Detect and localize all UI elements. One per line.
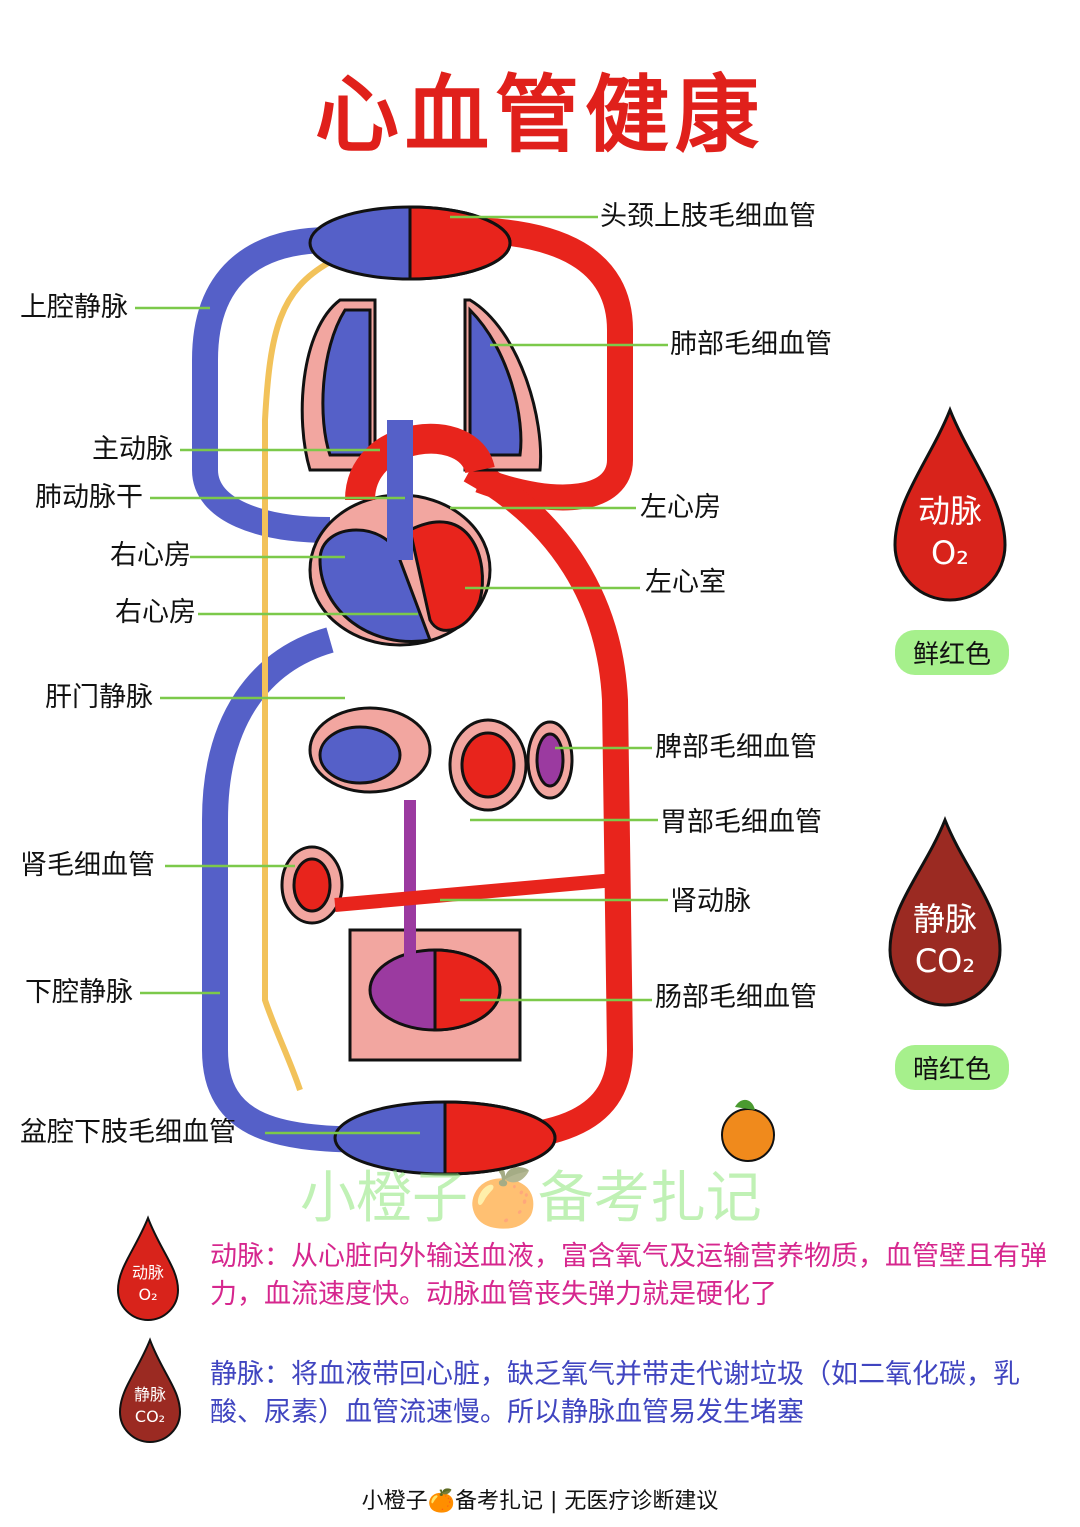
artery-drop-small-icon bbox=[116, 1215, 180, 1321]
artery-gas: O₂ bbox=[930, 534, 969, 572]
vein-note: 静脉：将血液带回心脏，缺乏氧气并带走代谢垃圾（如二氧化碳，乳酸、尿素）血管流速慢… bbox=[210, 1359, 1020, 1428]
left-heart bbox=[408, 520, 484, 632]
label-pulmonary-trunk: 肺动脉干 bbox=[35, 482, 143, 513]
label-renal-capillary: 肾毛细血管 bbox=[20, 850, 155, 881]
label-aorta: 主动脉 bbox=[92, 434, 173, 465]
artery-color-name: 鲜红色 bbox=[895, 630, 1010, 675]
artery-legend: 动脉 O₂ bbox=[895, 490, 1005, 574]
label-spleen-capillary: 脾部毛细血管 bbox=[655, 732, 817, 763]
artery-name: 动脉 bbox=[917, 492, 982, 530]
vein-drop-small-icon bbox=[118, 1337, 182, 1443]
label-right-atrium-2: 右心房 bbox=[115, 597, 196, 628]
artery-small-gas: O₂ bbox=[138, 1285, 158, 1304]
aortic-arch bbox=[345, 423, 495, 502]
label-stomach-capillary: 胃部毛细血管 bbox=[660, 807, 822, 838]
vein-gas: CO₂ bbox=[914, 942, 976, 980]
label-left-atrium: 左心房 bbox=[640, 492, 721, 523]
artery-small-name: 动脉 bbox=[131, 1263, 164, 1282]
vein-color-name: 暗红色 bbox=[895, 1045, 1010, 1090]
artery-drop-icon bbox=[893, 405, 1007, 602]
vein-small-gas: CO₂ bbox=[134, 1407, 166, 1426]
label-left-ventricle: 左心室 bbox=[645, 567, 726, 598]
label-superior-vena-cava: 上腔静脉 bbox=[20, 292, 128, 323]
inferior-vena-cava bbox=[202, 627, 381, 1153]
vein-small-name: 静脉 bbox=[133, 1385, 166, 1404]
label-lung-capillary: 肺部毛细血管 bbox=[670, 329, 832, 360]
watermark: 小橙子🍊备考扎记 bbox=[300, 1166, 762, 1231]
vein-legend: 静脉 CO₂ bbox=[890, 898, 1000, 982]
label-renal-artery: 肾动脉 bbox=[670, 886, 751, 917]
aorta-upper bbox=[459, 217, 633, 511]
label-inferior-vena-cava: 下腔静脉 bbox=[25, 977, 133, 1008]
label-head-capillary: 头颈上肢毛细血管 bbox=[600, 201, 816, 232]
artery-small-legend: 动脉 O₂ bbox=[118, 1262, 178, 1306]
artery-note: 动脉：从心脏向外输送血液，富含氧气及运输营养物质，血管壁且有弹力，血流速度快。动… bbox=[210, 1241, 1047, 1310]
label-right-atrium: 右心房 bbox=[110, 540, 191, 571]
orange-icon bbox=[721, 1108, 775, 1162]
vein-drop-icon bbox=[888, 815, 1002, 1007]
page-title: 心血管健康 bbox=[314, 66, 765, 164]
label-lines bbox=[135, 215, 668, 1135]
vein-name: 静脉 bbox=[912, 900, 977, 938]
renal-artery bbox=[334, 873, 616, 912]
vein-small-legend: 静脉 CO₂ bbox=[120, 1384, 180, 1428]
lymph-duct bbox=[262, 259, 332, 1091]
label-hepatic-portal-vein: 肝门静脉 bbox=[45, 682, 153, 713]
label-intestine-capillary: 肠部毛细血管 bbox=[655, 982, 817, 1013]
label-pelvic-capillary: 盆腔下肢毛细血管 bbox=[20, 1117, 236, 1148]
footer: 小橙子🍊备考扎记 | 无医疗诊断建议 bbox=[361, 1489, 719, 1514]
